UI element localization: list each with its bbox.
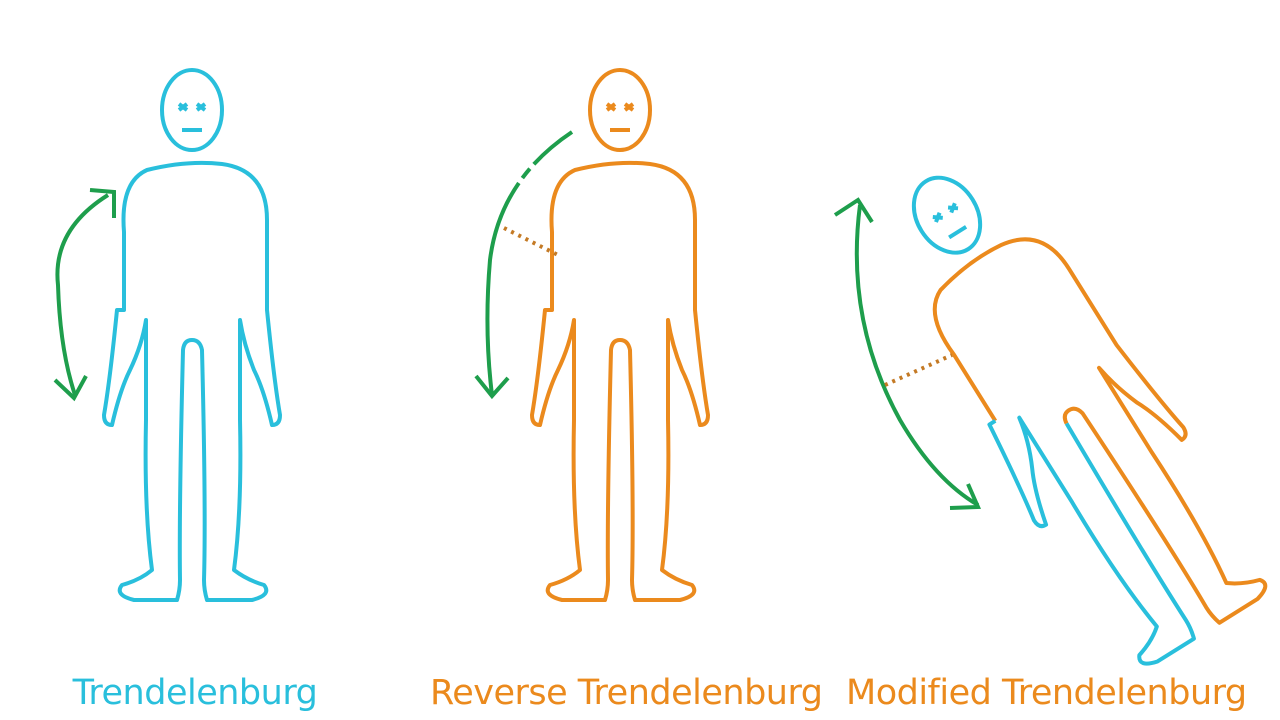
label-modified-trendelenburg: Modified Trendelenburg (846, 673, 1247, 713)
tilted-body-outline-icon (911, 175, 1268, 666)
angle-dotted-line (503, 226, 559, 257)
figure-trendelenburg (53, 68, 282, 602)
label-reverse-trendelenburg: Reverse Trendelenburg (430, 673, 823, 713)
curved-down-arrow-icon (485, 130, 574, 396)
figure-modified-trendelenburg (833, 175, 1268, 666)
standing-body-outline-icon (102, 68, 282, 602)
double-curved-arrow-icon (854, 204, 980, 507)
figure-reverse-trendelenburg (474, 68, 710, 602)
standing-body-outline-icon (530, 68, 710, 602)
face-features-icon (177, 102, 207, 132)
double-curved-arrow-icon (55, 193, 110, 396)
label-trendelenburg: Trendelenburg (72, 673, 318, 713)
face-features-icon (605, 102, 635, 132)
angle-dotted-line (884, 353, 953, 387)
